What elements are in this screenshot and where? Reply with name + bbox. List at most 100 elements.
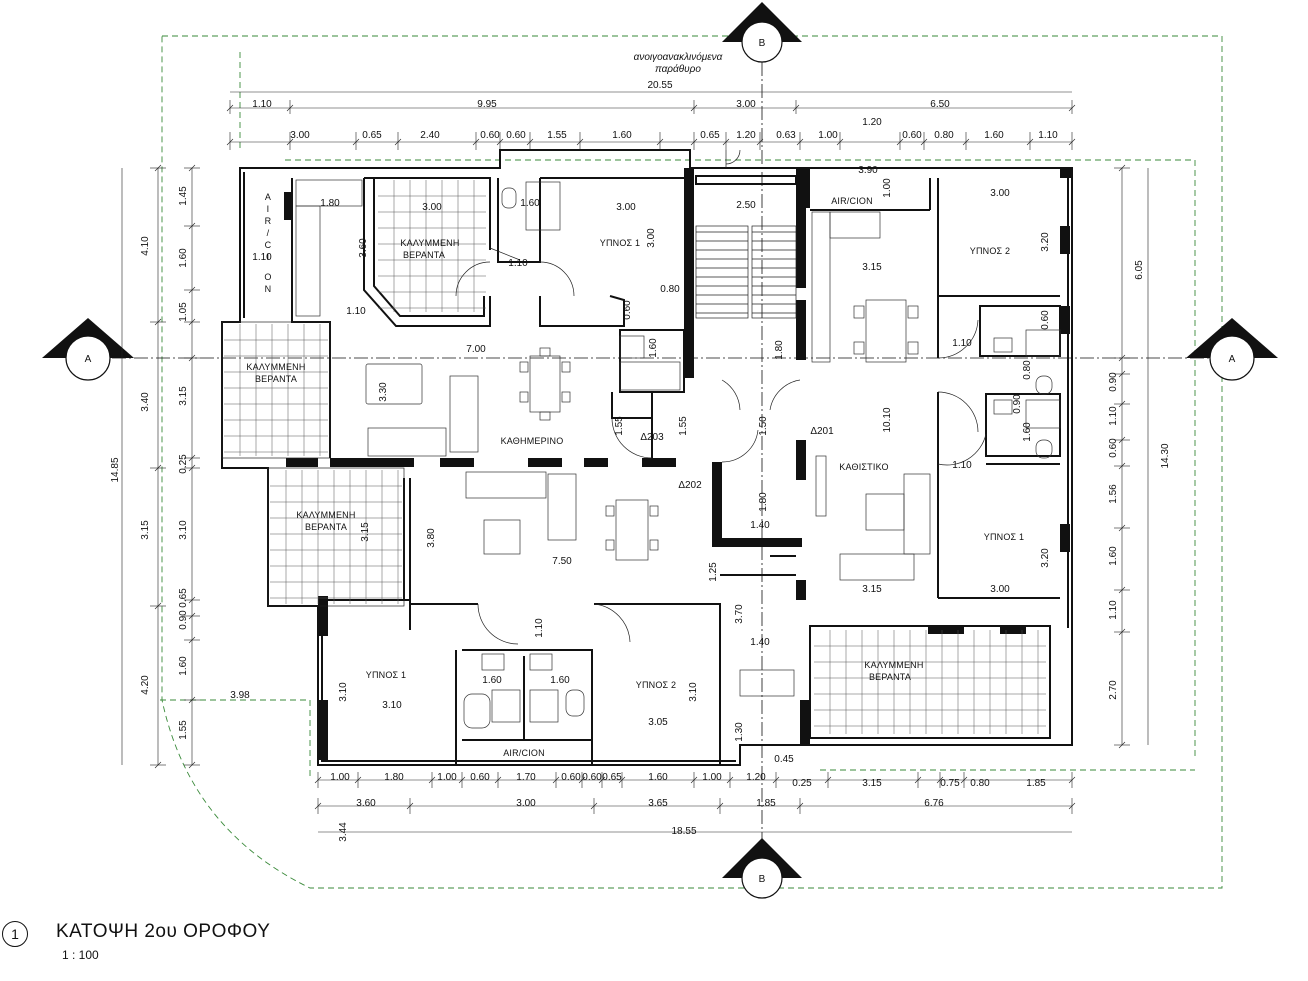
aircon-letter: A xyxy=(265,192,271,202)
room-label-bedroom: ΥΠΝΟΣ 1 xyxy=(600,238,640,248)
west-unit-labels: ΚΑΛΥΜΜΕΝΗ ΒΕΡΑΝΤΑ ΚΑΛΥΜΜΕΝΗ ΒΕΡΑΝΤΑ ΥΠΝΟ… xyxy=(246,192,702,491)
dim-interior: 1.10 xyxy=(346,306,366,317)
veranda-east xyxy=(814,630,1046,734)
dim-bottom: 1.00 xyxy=(702,772,722,783)
dim-interior: 3.80 xyxy=(426,528,437,548)
dim-bottom: 1.60 xyxy=(648,772,668,783)
dim-interior: 1.80 xyxy=(774,340,785,360)
dim-right: 14.30 xyxy=(1160,443,1171,468)
drawing-scale: 1 : 100 xyxy=(62,948,99,962)
dim-interior: 1.60 xyxy=(1022,422,1033,442)
dim-top-2: 1.10 xyxy=(1038,130,1058,141)
dim-bottom: 0.25 xyxy=(792,778,812,789)
dim-interior: 3.15 xyxy=(360,522,371,542)
dim-top-2: 0.80 xyxy=(934,130,954,141)
dim-top-2: 0.65 xyxy=(700,130,720,141)
sanitary-fixtures xyxy=(463,181,1061,729)
dim-left-extra: 3.98 xyxy=(230,690,250,701)
dim-interior: 1.10 xyxy=(508,258,528,269)
furniture-south-living xyxy=(465,471,659,561)
aircon-vertical-label: A I R / C I O N xyxy=(264,192,271,294)
dim-left: 4.10 xyxy=(140,236,151,256)
structural-walls xyxy=(284,168,1072,760)
dim-interior: 1.10 xyxy=(252,252,272,263)
dim-interior: 1.60 xyxy=(550,675,570,686)
dim-interior: 0.45 xyxy=(774,754,794,765)
section-marker-a-right: A xyxy=(1186,318,1278,381)
aircon-label: AIR/CION xyxy=(503,748,545,758)
dim-right-inner: 0.90 xyxy=(1108,372,1119,392)
dim-top-2: 0.65 xyxy=(362,130,382,141)
window-note-line2: παράθυρο xyxy=(655,63,701,75)
dim-interior: 3.00 xyxy=(616,202,636,213)
room-label-veranda: ΚΑΛΥΜΜΕΝΗ xyxy=(246,362,305,372)
dim-interior: 3.00 xyxy=(646,228,657,248)
dim-top-inner: 1.20 xyxy=(862,117,882,128)
dim-left: 3.40 xyxy=(140,392,151,412)
dim-bottom: 1.20 xyxy=(746,772,766,783)
dim-interior: 3.20 xyxy=(1040,232,1051,252)
dim-bottom-overall: 18.55 xyxy=(671,826,696,837)
door-tag: Δ201 xyxy=(810,426,834,437)
dim-left-inner: 1.45 xyxy=(178,186,189,206)
dim-bottom: 0.80 xyxy=(970,778,990,789)
dim-bottom-2: 3.60 xyxy=(356,798,376,809)
dim-left: 3.15 xyxy=(140,520,151,540)
dim-interior: 3.15 xyxy=(862,584,882,595)
dim-bottom: 1.85 xyxy=(1026,778,1046,789)
dimension-chain-top: 20.55 1.10 9.95 3.00 6.50 3.00 0.65 2.40… xyxy=(226,80,1076,176)
dim-bottom-side: 3.44 xyxy=(338,822,349,842)
dim-right-inner: 0.60 xyxy=(1108,438,1119,458)
dim-interior: 0.80 xyxy=(1022,360,1033,380)
room-label-veranda: ΒΕΡΑΝΤΑ xyxy=(305,522,347,532)
aircon-letter: C xyxy=(265,240,272,250)
site-boundary xyxy=(161,35,1223,889)
boundary-line xyxy=(160,699,311,780)
dim-interior: 1.55 xyxy=(614,416,625,436)
staircase xyxy=(695,175,797,319)
dim-interior: 1.60 xyxy=(482,675,502,686)
dim-interior: 1.80 xyxy=(758,492,769,512)
dim-top-2: 3.00 xyxy=(290,130,310,141)
dim-interior: 1.30 xyxy=(734,722,745,742)
door-tag: Δ203 xyxy=(640,432,664,443)
veranda-nw xyxy=(221,321,331,459)
dim-top-2: 0.60 xyxy=(902,130,922,141)
veranda-sw xyxy=(267,467,405,607)
dim-interior: 3.30 xyxy=(378,382,389,402)
dim-interior: 1.40 xyxy=(750,520,770,531)
aircon-letter: N xyxy=(265,284,272,294)
dim-bottom: 1.00 xyxy=(437,772,457,783)
dim-bottom-2: 3.00 xyxy=(516,798,536,809)
dim-top-overall: 20.55 xyxy=(647,80,672,91)
dim-interior: 3.00 xyxy=(422,202,442,213)
dim-right: 2.70 xyxy=(1108,680,1119,700)
dim-interior: 10.10 xyxy=(882,407,893,432)
dim-top-2: 1.60 xyxy=(984,130,1004,141)
dim-right-inner: 1.56 xyxy=(1108,484,1119,504)
dim-left-inner: 3.10 xyxy=(178,520,189,540)
dim-interior: 3.10 xyxy=(688,682,699,702)
dim-top-2: 1.55 xyxy=(547,130,567,141)
dim-left-inner: 3.15 xyxy=(178,386,189,406)
drawing-title: ΚΑΤΟΨΗ 2ου ΟΡΟΦΟΥ xyxy=(56,921,271,942)
dim-left-inner: 0.90 xyxy=(178,610,189,630)
dim-left-inner: 1.60 xyxy=(178,248,189,268)
furniture-east-living xyxy=(815,299,931,581)
dim-top-2: 1.00 xyxy=(818,130,838,141)
dim-interior: 1.55 xyxy=(678,416,689,436)
aircon-label: AIR/CION xyxy=(831,196,873,206)
dim-left-inner: 0.65 xyxy=(178,588,189,608)
dim-interior: 1.00 xyxy=(882,178,893,198)
dim-interior: 3.60 xyxy=(358,238,369,258)
dimension-chain-right: 6.05 14.30 2.70 0.90 1.10 0.60 1.56 1.60… xyxy=(1108,164,1171,749)
west-unit-walls xyxy=(291,177,685,458)
furniture-west-living xyxy=(365,347,571,457)
dim-bottom-2: 6.76 xyxy=(924,798,944,809)
dim-interior: 3.10 xyxy=(338,682,349,702)
dim-left: 14.85 xyxy=(110,457,121,482)
dim-interior: 1.60 xyxy=(648,338,659,358)
dim-interior: 7.00 xyxy=(466,344,486,355)
section-label: B xyxy=(759,874,766,885)
